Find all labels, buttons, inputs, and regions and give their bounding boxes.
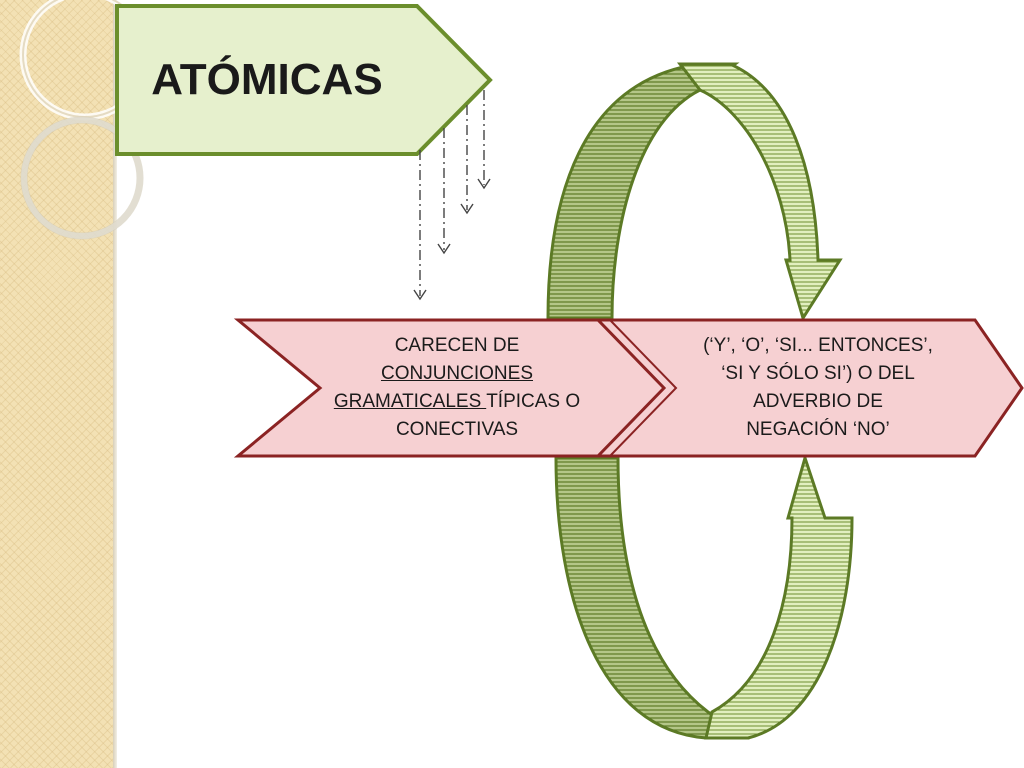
dashdot-arrow-down-icon	[437, 128, 451, 255]
sidebar-edge	[113, 0, 117, 768]
box-right-line3: ADVERBIO DE	[753, 391, 883, 412]
chevron-inner-edge	[609, 319, 678, 457]
dashdot-arrow-down-icon	[477, 90, 491, 190]
box-left-text: CARECEN DE CONJUNCIONES GRAMATICALES TÍP…	[312, 326, 602, 450]
dashdot-arrow-down-icon	[413, 150, 427, 301]
box-left-line3-underlined: GRAMATICALES	[333, 391, 487, 412]
box-left-line2: CONJUNCIONES	[380, 363, 533, 384]
box-left-line3: GRAMATICALES TÍPICAS O	[334, 388, 580, 416]
box-right-text: (‘Y’, ‘O’, ‘SI... ENTONCES’, ‘SI Y SÓLO …	[668, 326, 968, 450]
circular-arrow	[546, 62, 854, 740]
box-right-line4: NEGACIÓN ‘NO’	[746, 419, 890, 440]
box-left-line1: CARECEN DE	[394, 335, 520, 356]
dashdot-arrow-down-icon	[460, 105, 474, 215]
arc-front-upper	[676, 62, 843, 322]
arc-front-lower	[704, 452, 854, 740]
box-left-line3-rest: TÍPICAS O	[486, 391, 581, 412]
title-shape	[115, 4, 493, 156]
title-atomicas: ATÓMICAS	[151, 55, 383, 104]
box-left-line4: CONECTIVAS	[395, 419, 519, 440]
arc-back-lower	[554, 456, 750, 740]
box-right-line2: ‘SI Y SÓLO SI’) O DEL	[721, 363, 915, 384]
arc-back-upper	[546, 62, 740, 320]
connector-arrows	[413, 90, 491, 301]
box-right-line1: (‘Y’, ‘O’, ‘SI... ENTONCES’,	[703, 335, 933, 356]
chevron-box-left	[233, 318, 667, 458]
